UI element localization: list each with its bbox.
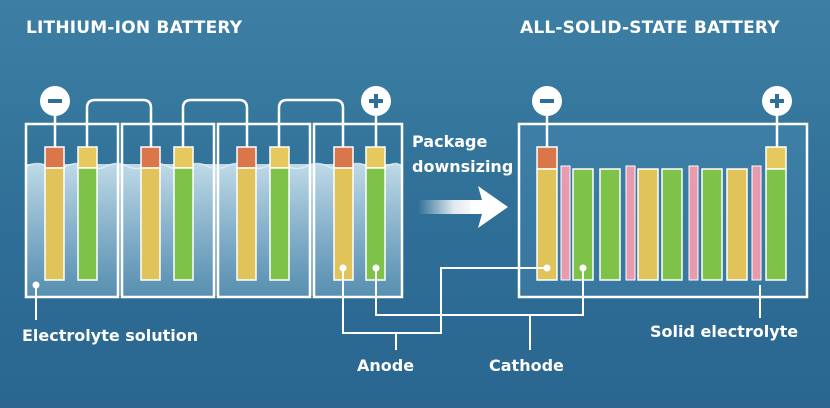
solid-electrolyte-layer bbox=[625, 165, 636, 281]
plus-circle-icon bbox=[361, 86, 391, 116]
anode-tab bbox=[536, 146, 558, 170]
anode-electrode bbox=[44, 167, 65, 281]
anode-callout bbox=[342, 267, 547, 334]
solid-state-title: ALL-SOLID-STATE BATTERY bbox=[520, 18, 780, 38]
cathode-tab bbox=[765, 146, 787, 170]
anode-tab bbox=[333, 146, 354, 169]
liquid-cells-group bbox=[24, 86, 404, 320]
cathode-electrode bbox=[661, 168, 683, 281]
anode-electrode bbox=[333, 167, 354, 281]
anode-electrode bbox=[637, 168, 659, 281]
cell-container bbox=[312, 122, 404, 299]
cathode-tab bbox=[77, 146, 98, 169]
callout-lines bbox=[339, 264, 587, 350]
anode-electrode bbox=[536, 168, 558, 281]
cathode-electrode bbox=[173, 167, 194, 281]
cathode-tab bbox=[365, 146, 386, 169]
solid-electrolyte-layer bbox=[560, 165, 571, 281]
cathode-electrode bbox=[701, 168, 723, 281]
solid-state-cell-group bbox=[517, 86, 809, 318]
lithium-ion-title: LITHIUM-ION BATTERY bbox=[26, 18, 243, 38]
electrolyte-solution-label: Electrolyte solution bbox=[22, 326, 199, 345]
solid-electrolyte-label: Solid electrolyte bbox=[650, 322, 799, 341]
cathode-electrode bbox=[77, 167, 98, 281]
cathode-tab bbox=[173, 146, 194, 169]
series-connector bbox=[181, 98, 249, 147]
anode-tab bbox=[44, 146, 65, 169]
cathode-electrode bbox=[599, 168, 621, 281]
anode-label: Anode bbox=[357, 356, 415, 375]
anode-electrode bbox=[236, 167, 257, 281]
cell-container bbox=[216, 122, 312, 299]
package-label-line2: downsizing bbox=[412, 157, 514, 176]
cell-container bbox=[24, 122, 120, 299]
solid-electrolyte-layer bbox=[751, 165, 762, 281]
cathode-callout bbox=[375, 268, 584, 316]
cell-container bbox=[120, 122, 216, 299]
anode-tab bbox=[236, 146, 257, 169]
series-connector bbox=[277, 98, 345, 147]
series-connector bbox=[85, 98, 153, 147]
minus-circle-icon bbox=[532, 86, 562, 116]
cathode-label: Cathode bbox=[489, 356, 564, 375]
cathode-tab bbox=[269, 146, 290, 169]
plus-circle-icon bbox=[762, 86, 792, 116]
right-arrow-icon bbox=[418, 186, 508, 228]
anode-tab bbox=[140, 146, 161, 169]
cathode-electrode bbox=[365, 167, 386, 281]
cathode-electrode bbox=[765, 168, 787, 281]
solid-electrolyte-layer bbox=[688, 165, 699, 281]
package-label-line1: Package bbox=[412, 132, 488, 151]
cathode-electrode bbox=[269, 167, 290, 281]
anode-electrode bbox=[140, 167, 161, 281]
anode-electrode bbox=[726, 168, 748, 281]
cathode-electrode bbox=[572, 168, 594, 281]
minus-circle-icon bbox=[40, 86, 70, 116]
